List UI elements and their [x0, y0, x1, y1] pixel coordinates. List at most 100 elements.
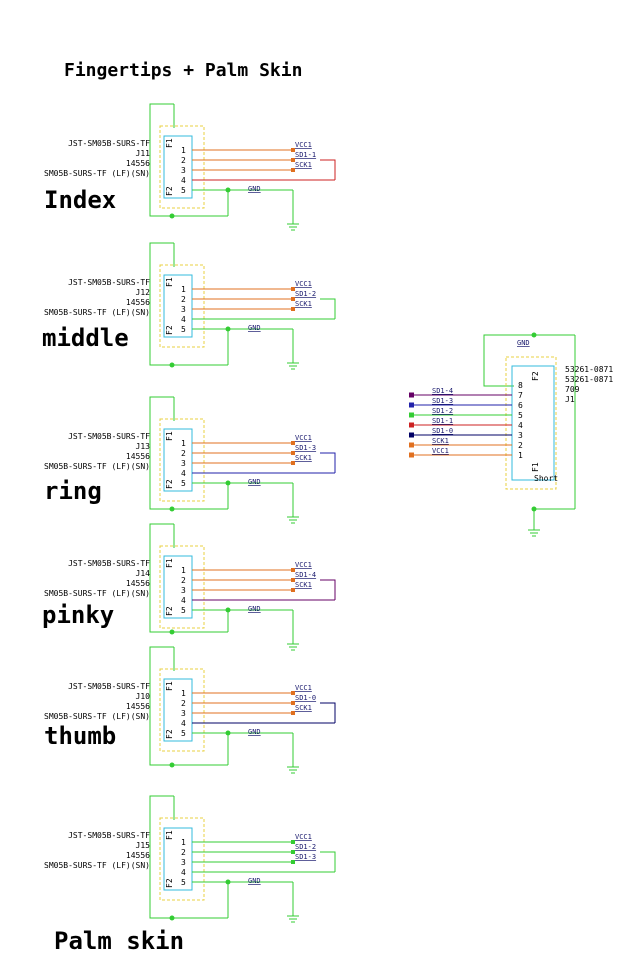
connector-body: [163, 678, 193, 742]
flange-label-f2: F2: [165, 479, 174, 489]
flange-label-f1: F1: [165, 558, 174, 568]
part-number: JST-SM05B-SURS-TF: [68, 278, 150, 287]
part-value: 14556: [126, 702, 150, 711]
pin-number: 1: [181, 838, 186, 847]
ref-designator: J12: [136, 288, 151, 297]
header-connector-j1: GNDF2F1Short53261-087153261-0871709J187S…: [409, 332, 613, 537]
net-port-marker: [291, 588, 295, 592]
pin-number: 1: [181, 439, 186, 448]
pin-number: 5: [181, 606, 186, 615]
pin-number: 3: [181, 586, 186, 595]
flange-label-f1: F1: [165, 138, 174, 148]
header-part2: 53261-0871: [565, 375, 613, 384]
enclosure-wire: [149, 795, 174, 919]
flange-label-f1: F1: [165, 681, 174, 691]
pin-number: 3: [181, 305, 186, 314]
connector-body: [163, 135, 193, 199]
connector-keepout: [159, 817, 205, 901]
ref-designator: J10: [136, 692, 151, 701]
loop-wire: [320, 159, 336, 180]
package-name: SM05B-SURS-TF (LF)(SN): [44, 169, 150, 178]
header-body: [511, 365, 555, 481]
connector-body: [163, 827, 193, 891]
gnd-net-label: GND: [248, 728, 261, 736]
header-value: 709: [565, 385, 580, 394]
net-port-marker: [291, 691, 295, 695]
part-number: JST-SM05B-SURS-TF: [68, 432, 150, 441]
net-port-marker: [291, 287, 295, 291]
header-wire: [483, 334, 534, 387]
net-port-marker: [291, 168, 295, 172]
header-port-marker: [409, 412, 414, 418]
package-name: SM05B-SURS-TF (LF)(SN): [44, 462, 150, 471]
net-port-marker: [291, 578, 295, 582]
net-label: SD1-4: [295, 571, 316, 579]
header-pin-number: 7: [518, 391, 523, 400]
pin-number: 3: [181, 858, 186, 867]
loop-wire: [320, 579, 336, 600]
header-net-label: SD1-3: [432, 397, 453, 405]
pin-number: 4: [181, 315, 186, 324]
net-label: SD1-3: [295, 853, 316, 861]
package-name: SM05B-SURS-TF (LF)(SN): [44, 589, 150, 598]
header-pin-number: 2: [518, 441, 523, 450]
junction-dot: [169, 362, 175, 368]
header-pin-number: 1: [518, 451, 523, 460]
junction-dot: [169, 762, 175, 768]
ref-designator: J14: [136, 569, 151, 578]
connector-body: [163, 428, 193, 492]
header-port-marker: [409, 442, 414, 448]
part-value: 14556: [126, 159, 150, 168]
junction-dot: [531, 332, 537, 338]
header-net-label: SD1-4: [432, 387, 453, 395]
pin-number: 1: [181, 285, 186, 294]
gnd-net-label: GND: [248, 605, 261, 613]
enclosure-wire: [149, 242, 174, 366]
group-label: Index: [44, 186, 116, 214]
header-port-marker: [409, 432, 414, 438]
group-label: middle: [42, 324, 129, 352]
header-part: 53261-0871: [565, 365, 613, 374]
junction-dot: [169, 506, 175, 512]
header-net-label: SCK1: [432, 437, 449, 445]
pin-number: 2: [181, 295, 186, 304]
header-port-marker: [409, 422, 414, 428]
gnd-net-label: GND: [248, 877, 261, 885]
net-label: SCK1: [295, 704, 312, 712]
net-port-marker: [291, 860, 295, 864]
junction-dot: [169, 213, 175, 219]
connector-body: [163, 555, 193, 619]
header-pin-number: 3: [518, 431, 523, 440]
package-name: SM05B-SURS-TF (LF)(SN): [44, 712, 150, 721]
pin-number: 4: [181, 596, 186, 605]
header-extra: Short: [534, 474, 558, 483]
net-port-marker: [291, 461, 295, 465]
net-port-marker: [291, 307, 295, 311]
flange-label-f2: F2: [165, 878, 174, 888]
header-net-label: SD1-0: [432, 427, 453, 435]
loop-wire: [320, 851, 336, 872]
flange-label-f1: F1: [531, 462, 540, 472]
part-number: JST-SM05B-SURS-TF: [68, 682, 150, 691]
net-label: VCC1: [295, 280, 312, 288]
net-port-marker: [291, 451, 295, 455]
net-label: SD1-1: [295, 151, 316, 159]
gnd-net-label: GND: [248, 324, 261, 332]
pin-number: 1: [181, 689, 186, 698]
connector-keepout: [159, 545, 205, 629]
flange-label-f2: F2: [165, 186, 174, 196]
net-port-marker: [291, 701, 295, 705]
part-number: JST-SM05B-SURS-TF: [68, 139, 150, 148]
junction-dot: [169, 915, 175, 921]
enclosure-wire: [149, 523, 174, 633]
part-number: JST-SM05B-SURS-TF: [68, 559, 150, 568]
package-name: SM05B-SURS-TF (LF)(SN): [44, 308, 150, 317]
pin-number: 4: [181, 719, 186, 728]
header-pin-number: 6: [518, 401, 523, 410]
pin-number: 3: [181, 459, 186, 468]
net-label: VCC1: [295, 684, 312, 692]
